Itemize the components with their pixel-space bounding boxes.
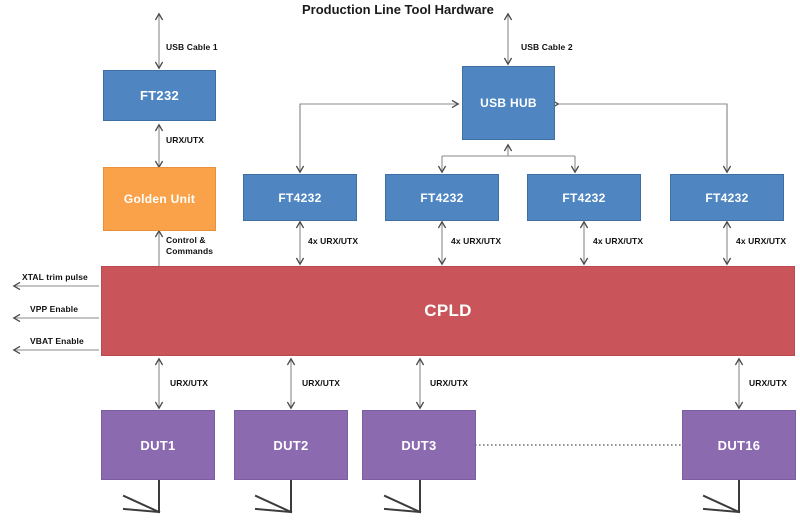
label-4x-urx-utx-3: 4x URX/UTX [593,236,644,246]
label-control-commands-line1: Control & [166,235,206,245]
label-control-commands-line2: Commands [166,246,214,256]
block-ft4232-4[interactable]: FT4232 [670,174,784,221]
block-ft4232-2[interactable]: FT4232 [385,174,499,221]
label-usb-cable-2: USB Cable 2 [521,42,573,52]
block-golden-unit[interactable]: Golden Unit [103,167,216,231]
block-ft4232-1[interactable]: FT4232 [243,174,357,221]
label-usb-cable-1: USB Cable 1 [166,42,218,52]
label-vpp-enable: VPP Enable [30,304,79,314]
block-ft232[interactable]: FT232 [103,70,216,121]
block-dut16[interactable]: DUT16 [682,410,796,480]
block-cpld[interactable]: CPLD [101,266,795,356]
block-ft4232-3[interactable]: FT4232 [527,174,641,221]
block-dut2[interactable]: DUT2 [234,410,348,480]
block-dut1[interactable]: DUT1 [101,410,215,480]
label-4x-urx-utx-1: 4x URX/UTX [308,236,359,246]
label-urx-utx-ft232: URX/UTX [166,135,205,145]
label-xtal-trim-pulse: XTAL trim pulse [22,272,88,282]
label-4x-urx-utx-4: 4x URX/UTX [736,236,787,246]
label-urx-utx-dut16: URX/UTX [749,378,788,388]
label-urx-utx-dut3: URX/UTX [430,378,469,388]
page-title: Production Line Tool Hardware [302,2,494,17]
label-vbat-enable: VBAT Enable [30,336,84,346]
label-4x-urx-utx-2: 4x URX/UTX [451,236,502,246]
label-urx-utx-dut1: URX/UTX [170,378,209,388]
label-urx-utx-dut2: URX/UTX [302,378,341,388]
block-dut3[interactable]: DUT3 [362,410,476,480]
block-usb-hub[interactable]: USB HUB [462,66,555,140]
